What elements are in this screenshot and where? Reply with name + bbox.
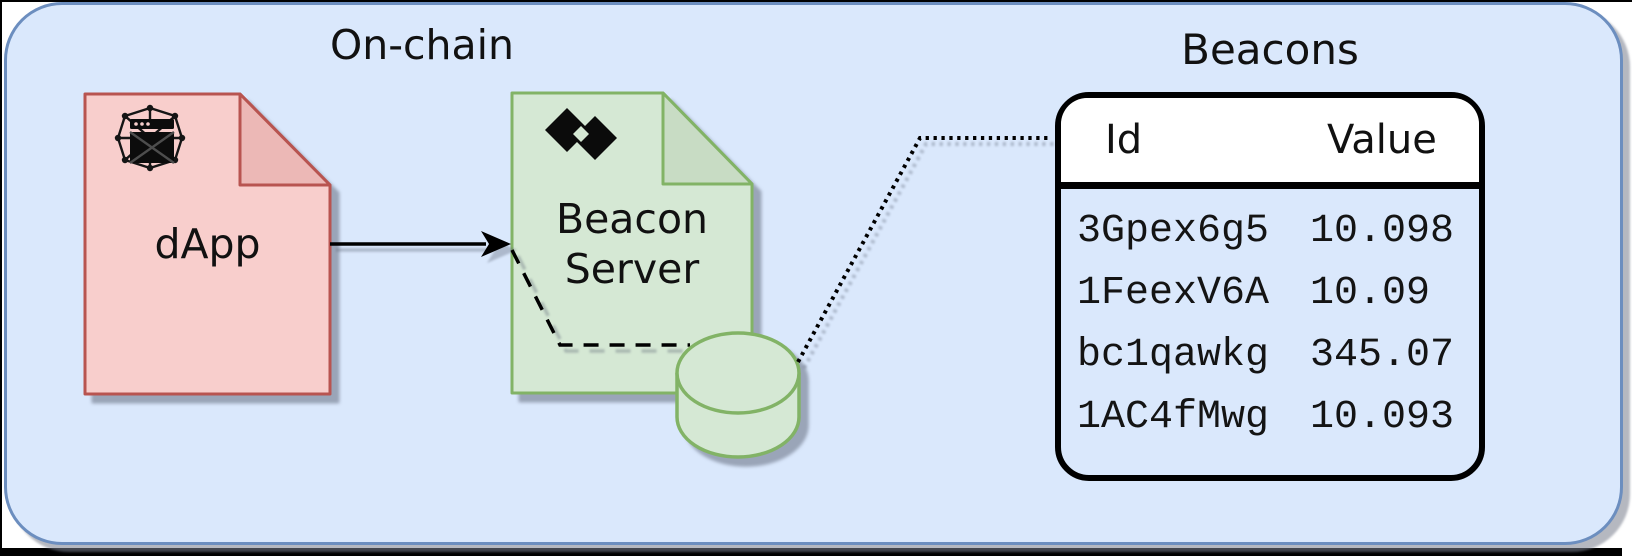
table-row: 1FeexV6A 10.09 [1061, 263, 1479, 325]
beacon-server-label: Beacon Server [555, 195, 709, 293]
column-header-id: Id [1105, 117, 1143, 163]
double-diamond-icon [545, 108, 617, 160]
beacon-value-cell: 345.07 [1310, 333, 1455, 378]
beacons-table-header: Id Value [1061, 98, 1479, 189]
frame-bottom-border [0, 548, 1622, 556]
wireframe-browser-icon [114, 104, 186, 172]
dapp-to-server-arrow [330, 231, 511, 257]
datastore-to-table-dotted-line [796, 136, 1052, 363]
beacons-table-body: 3Gpex6g5 10.098 1FeexV6A 10.09 bc1qawkg … [1061, 189, 1479, 449]
frame-left-border [0, 0, 2, 556]
beacon-id-cell: 1FeexV6A [1077, 271, 1270, 316]
table-row: 1AC4fMwg 10.093 [1061, 387, 1479, 449]
beacon-id-cell: bc1qawkg [1077, 333, 1270, 378]
on-chain-label: On-chain [329, 21, 515, 69]
table-row: bc1qawkg 345.07 [1061, 325, 1479, 387]
beacon-value-cell: 10.093 [1310, 395, 1455, 440]
beacon-value-cell: 10.098 [1310, 209, 1455, 254]
beacon-value-cell: 10.09 [1310, 271, 1431, 316]
beacon-server-document [510, 91, 754, 395]
beacons-table: Id Value 3Gpex6g5 10.098 1FeexV6A 10.09 … [1055, 92, 1485, 481]
beacon-id-cell: 3Gpex6g5 [1077, 209, 1270, 254]
beacons-table-title: Beacons [1181, 25, 1359, 74]
dapp-document [83, 92, 332, 396]
database-cylinder-icon [675, 331, 801, 459]
beacon-id-cell: 1AC4fMwg [1077, 395, 1270, 440]
frame-top-border [0, 0, 1632, 2]
dapp-label: dApp [154, 220, 261, 268]
column-header-value: Value [1327, 117, 1437, 163]
server-to-datastore-dashed-line [510, 249, 690, 347]
table-row: 3Gpex6g5 10.098 [1061, 201, 1479, 263]
